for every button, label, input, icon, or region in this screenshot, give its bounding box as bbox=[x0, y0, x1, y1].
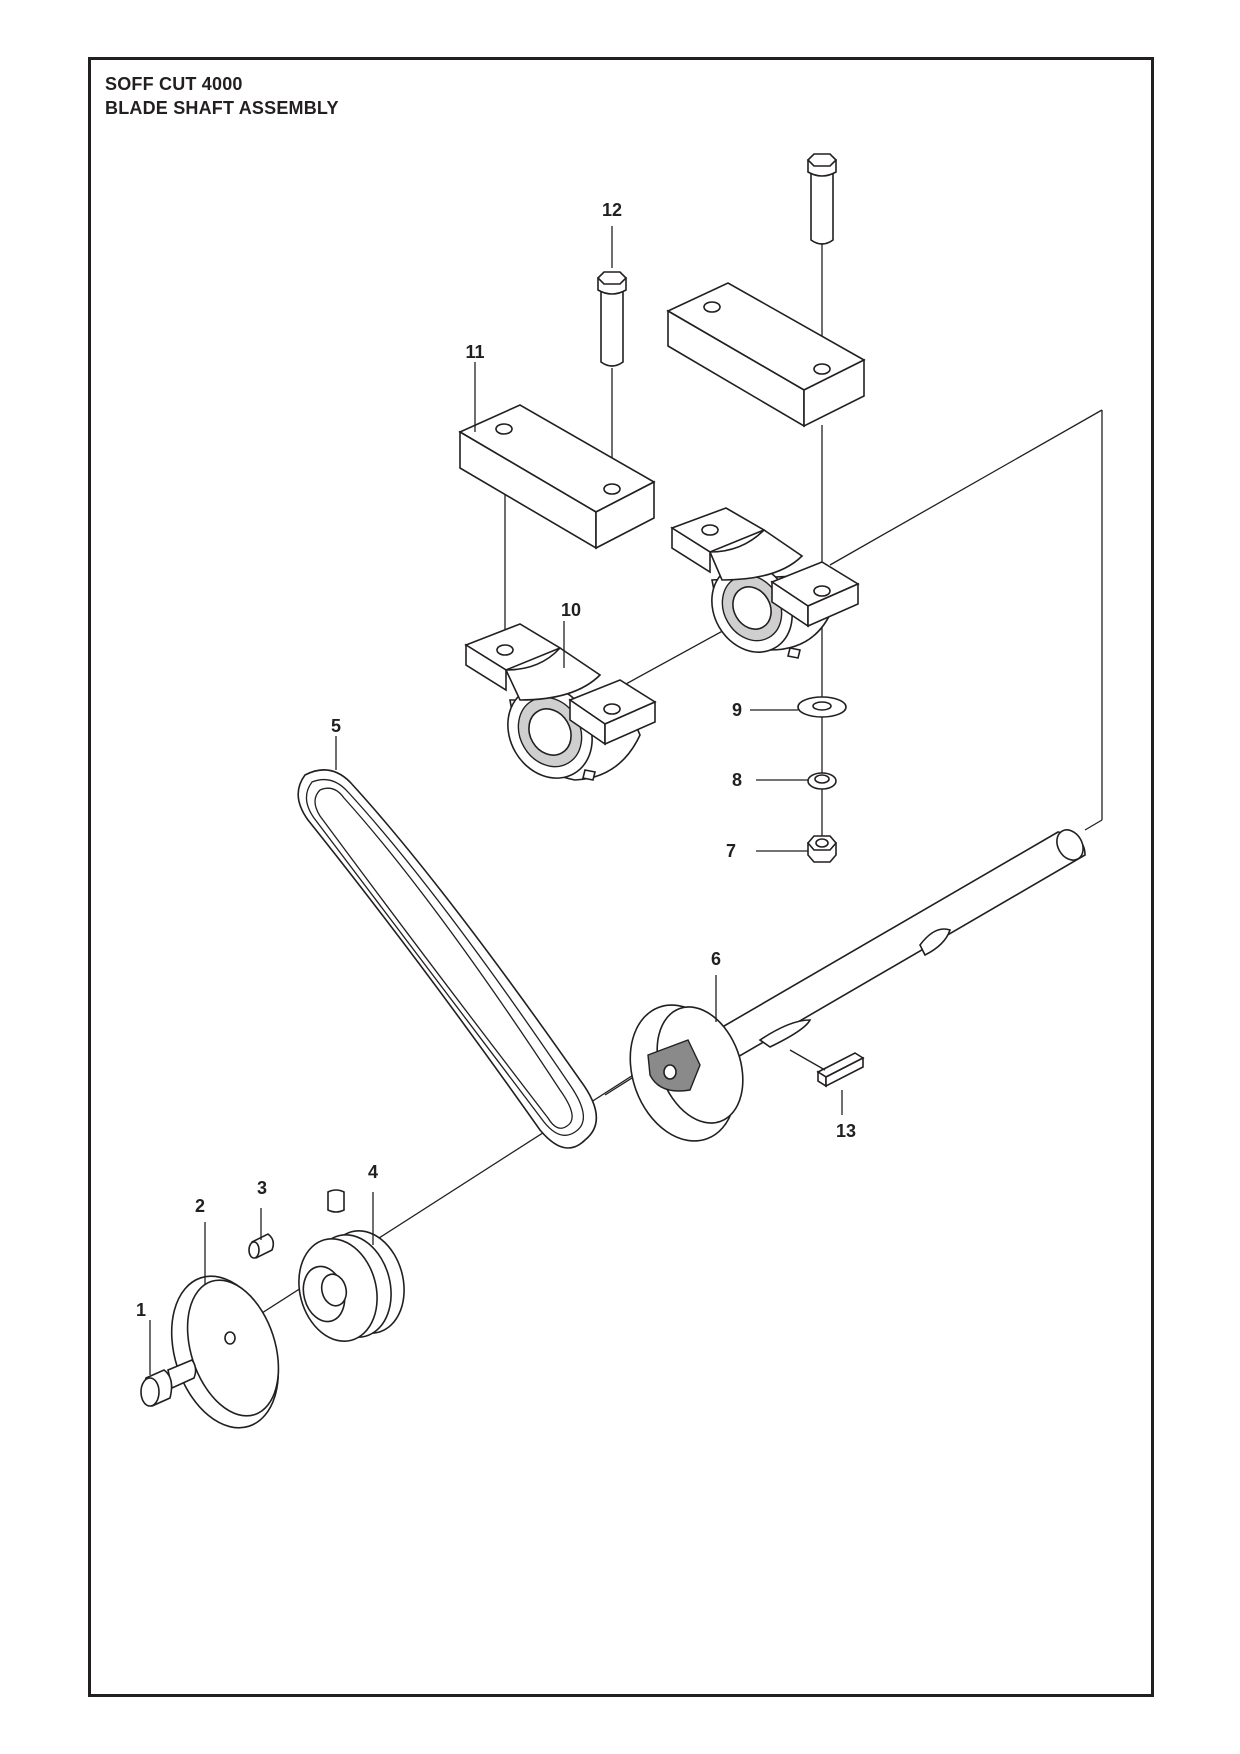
diagram-title: SOFF CUT 4000 bbox=[105, 74, 243, 94]
hex-bolt-right bbox=[806, 153, 838, 245]
callout-13: 13 bbox=[836, 1121, 856, 1141]
hex-bolt-12 bbox=[596, 271, 628, 367]
hex-nut-7 bbox=[806, 835, 838, 863]
shaft-key-13 bbox=[789, 1049, 865, 1088]
callout-7: 7 bbox=[726, 841, 736, 861]
callout-3: 3 bbox=[257, 1178, 267, 1198]
callout-8: 8 bbox=[732, 770, 742, 790]
pillow-block-bearing-10 bbox=[464, 623, 657, 781]
cover-disc-2 bbox=[170, 1275, 280, 1429]
callout-4: 4 bbox=[368, 1162, 378, 1182]
flat-washer-9 bbox=[797, 696, 847, 718]
callout-1: 1 bbox=[136, 1300, 146, 1320]
callout-11: 11 bbox=[465, 342, 484, 362]
blade-shaft-6 bbox=[629, 829, 1086, 1142]
callout-5: 5 bbox=[331, 716, 341, 736]
spacer-block-11 bbox=[458, 404, 656, 550]
callout-12: 12 bbox=[602, 200, 622, 220]
spacer-block-right bbox=[666, 282, 866, 428]
v-belt-5 bbox=[297, 769, 598, 1149]
pillow-block-bearing-right bbox=[670, 507, 860, 659]
callout-6: 6 bbox=[711, 949, 721, 969]
callout-9: 9 bbox=[732, 700, 742, 720]
pulley-4 bbox=[298, 1189, 405, 1342]
callout-2: 2 bbox=[195, 1196, 205, 1216]
diagram-subtitle: BLADE SHAFT ASSEMBLY bbox=[105, 98, 339, 118]
drawing-frame bbox=[88, 57, 1154, 1697]
set-screw-3 bbox=[248, 1233, 275, 1259]
callout-10: 10 bbox=[561, 600, 581, 620]
callout-leaders bbox=[149, 226, 843, 1375]
lock-washer-8 bbox=[807, 772, 837, 790]
flange-bolt-1 bbox=[140, 1359, 197, 1407]
callout-labels: 12 11 10 5 9 8 7 6 13 4 3 2 1 bbox=[136, 200, 856, 1320]
